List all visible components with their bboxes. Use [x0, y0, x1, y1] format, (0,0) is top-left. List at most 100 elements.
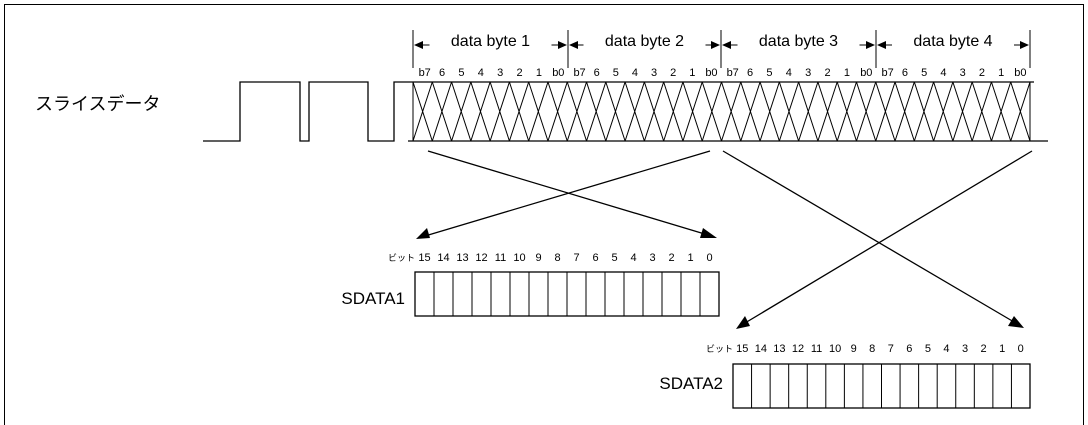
bit-label: 4 [632, 67, 638, 79]
register-bit-number: 2 [668, 252, 674, 264]
register-bit-number: 8 [554, 252, 560, 264]
register-bit-number: 7 [888, 343, 894, 355]
register-bit-number: 7 [573, 252, 579, 264]
bit-label: b7 [419, 67, 431, 79]
bit-transition [412, 81, 433, 142]
data-bit-cell [682, 81, 703, 142]
span-arrowhead-right [711, 41, 720, 49]
data-bit-cell [412, 81, 433, 142]
data-bit-cell [952, 81, 973, 142]
data-bit-cell [817, 81, 838, 142]
data-bit-cell [643, 81, 665, 142]
data-bit-cell [740, 81, 761, 142]
register-cells [732, 363, 1031, 409]
bit-label: 4 [786, 67, 792, 79]
bit-label: 5 [613, 67, 619, 79]
register-bit-number: 15 [418, 252, 430, 264]
register-bit-number: 4 [630, 252, 636, 264]
bit-transition [643, 81, 665, 142]
byte-label: data byte 2 [605, 33, 684, 50]
data-bit-cell [566, 81, 588, 142]
arrowhead-sdata1-low [700, 228, 717, 238]
data-bit-cell [701, 81, 722, 142]
register-bit-number: 4 [943, 343, 949, 355]
data-bit-cell [605, 81, 626, 142]
byte-label-bg [583, 30, 706, 52]
bit-label: 2 [825, 67, 831, 79]
bit-transition [1010, 81, 1031, 142]
register-bit-number: 0 [706, 252, 712, 264]
bit-label: b7 [573, 67, 585, 79]
span-arrowhead-right [558, 41, 567, 49]
bit-label: 6 [594, 67, 600, 79]
byte-header-1: data byte 1 [412, 30, 567, 68]
register-name: SDATA2 [659, 374, 723, 393]
byte-label: data byte 1 [451, 33, 530, 50]
bit-label: 1 [689, 67, 695, 79]
arrowhead-sdata2-high [736, 316, 750, 329]
bit-transition [778, 81, 800, 142]
data-cells [412, 81, 1031, 142]
bit-label: b0 [552, 67, 564, 79]
bit-transition [586, 81, 607, 142]
data-bit-cell [528, 81, 549, 142]
byte-label-bg [892, 30, 1014, 52]
bit-transition [451, 81, 472, 142]
span-arrowhead-left [877, 41, 886, 49]
bit-transition [817, 81, 838, 142]
data-bit-cell [508, 81, 530, 142]
bit-transition [431, 81, 453, 142]
data-bit-cell [451, 81, 472, 142]
bit-label: 6 [439, 67, 445, 79]
diagram-frame [4, 4, 1084, 425]
bit-label: 6 [902, 67, 908, 79]
byte-header-3: data byte 3 [720, 30, 875, 68]
bit-transition [721, 81, 742, 142]
bit-transition [489, 81, 510, 142]
signal-label: スライスデータ [35, 94, 160, 115]
bit-label: 1 [536, 67, 542, 79]
bit-transition [605, 81, 626, 142]
bit-label: 3 [651, 67, 657, 79]
register-bit-number: 10 [513, 252, 525, 264]
span-arrowhead-left [569, 41, 578, 49]
byte-header-4: data byte 4 [875, 30, 1031, 68]
bit-transition [855, 81, 877, 142]
bit-label: b0 [860, 67, 872, 79]
register-bit-number: 1 [687, 252, 693, 264]
bit-label: 2 [979, 67, 985, 79]
span-arrowhead-left [722, 41, 731, 49]
preamble-waveform [203, 81, 408, 142]
bit-label: b0 [705, 67, 717, 79]
bit-transition [547, 81, 568, 142]
bit-label: 1 [844, 67, 850, 79]
bit-prefix-label: ビット [388, 253, 415, 264]
bit-label: 3 [497, 67, 503, 79]
data-bit-cell [933, 81, 954, 142]
bit-label: 4 [478, 67, 484, 79]
bit-transition [933, 81, 954, 142]
bit-transition [990, 81, 1012, 142]
register-bit-number: 15 [736, 343, 748, 355]
bit-label: 5 [766, 67, 772, 79]
arrow-byte4-to-sdata2-high [744, 150, 1033, 324]
data-bit-cell [778, 81, 800, 142]
bit-prefix-label: ビット [706, 344, 733, 355]
byte-label-bg [429, 30, 552, 52]
register-name: SDATA1 [341, 289, 405, 308]
bit-transition [470, 81, 491, 142]
register-bit-number: 10 [829, 343, 841, 355]
data-bit-cell [913, 81, 935, 142]
bit-label: 3 [960, 67, 966, 79]
data-bit-cell [875, 81, 896, 142]
bit-label: 2 [670, 67, 676, 79]
register-bit-number: 13 [456, 252, 468, 264]
bit-transition [952, 81, 973, 142]
bit-label: b7 [727, 67, 739, 79]
bit-transition [894, 81, 915, 142]
register-bit-number: 11 [495, 252, 506, 264]
